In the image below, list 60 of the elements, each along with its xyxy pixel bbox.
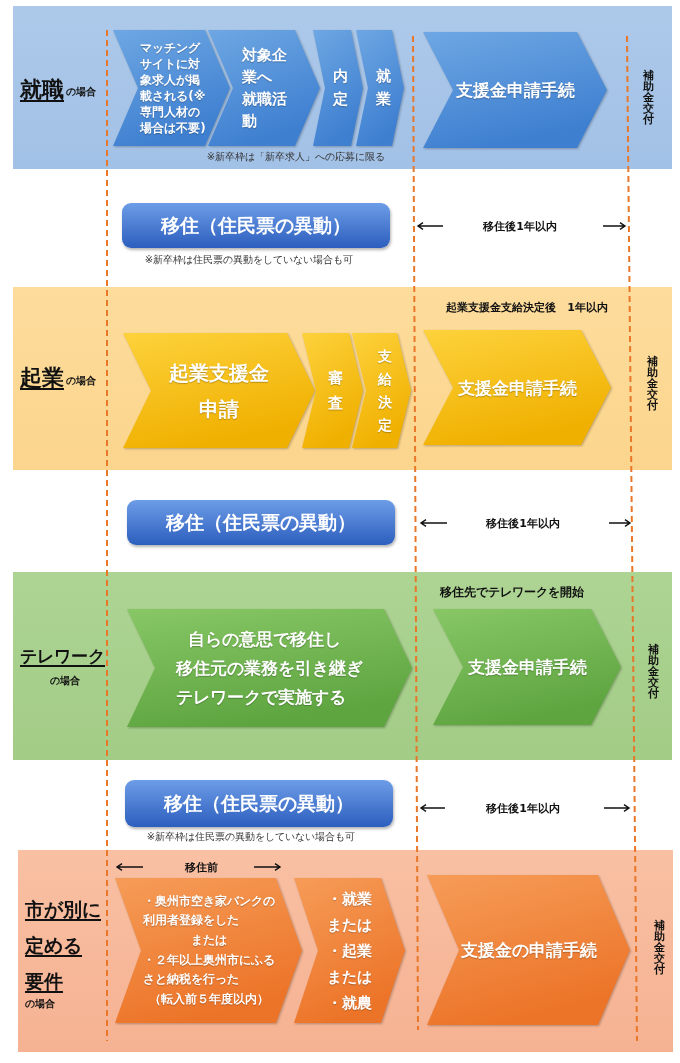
step-text: ・奥州市空き家バンクの利用者登録をした: [142, 892, 275, 930]
chevron-step: [433, 609, 621, 725]
caption-text: 起業支援金支給決定後 1年以内: [446, 299, 608, 315]
step-text: ・起業: [327, 940, 372, 962]
step-text: （転入前５年度以内）: [148, 990, 269, 1008]
step-text: 支援金申請手続: [467, 656, 587, 679]
step-text: ・就農: [327, 992, 372, 1014]
step-text: または: [190, 931, 227, 949]
chevron-step: [352, 333, 411, 448]
band-panel: [13, 6, 672, 169]
case-suffix: の場合: [66, 85, 96, 98]
step-text: 対象企業へ就職活動: [241, 46, 287, 131]
chevron-step: [313, 30, 363, 146]
step-text: 支給決定: [377, 346, 392, 435]
chevron-step: [423, 330, 611, 445]
step-text: または: [327, 914, 372, 936]
rounded-box: 移住（住民票の異動）: [122, 203, 390, 248]
chevron-step: [427, 875, 630, 1025]
step-text: 支援金申請手続: [455, 79, 575, 102]
chevron-step: [115, 878, 302, 1023]
band-panel: [13, 572, 672, 760]
vertical-label: 補助金交付: [654, 920, 665, 975]
vertical-label: 補助金交付: [647, 356, 658, 411]
step-text: 就業: [375, 67, 391, 109]
duration-label: 移住前: [184, 859, 218, 875]
chevron-step: [294, 878, 405, 1023]
step-text: ・２年以上奥州市にふるさと納税を行った: [142, 951, 275, 989]
footnote-text: ※新卒枠は住民票の異動をしていない場合も可: [146, 830, 356, 844]
case-suffix: の場合: [25, 998, 55, 1010]
step-text: 起業支援金申請: [169, 359, 269, 423]
case-heading: テレワーク: [20, 646, 105, 667]
band-panel: [13, 287, 672, 470]
vertical-label: 補助金交付: [648, 644, 659, 699]
chevron-step: [423, 32, 607, 148]
duration-label: 移住後1年以内: [483, 218, 557, 234]
step-text: マッチングサイトに対象求人が掲載される(※専門人材の場合は不要): [140, 40, 206, 136]
duration-label: 移住後1年以内: [486, 800, 560, 816]
footnote-text: ※新卒枠は「新卒求人」への応募に限る: [206, 150, 386, 164]
duration-label: 移住後1年以内: [486, 515, 560, 531]
chevron-step: [127, 609, 412, 727]
rounded-box: 移住（住民票の異動）: [127, 500, 395, 545]
step-text: または: [327, 966, 372, 988]
step-text: ・就業: [327, 888, 372, 910]
case-suffix: の場合: [50, 674, 80, 687]
band-panel: [18, 850, 673, 1052]
rounded-box: 移住（住民票の異動）: [125, 780, 393, 827]
vertical-label: 補助金交付: [643, 70, 654, 125]
step-text: 内定: [332, 67, 348, 109]
step-text: 自らの意思で移住し移住元の業務を引き継ぎテレワークで実施する: [176, 628, 363, 709]
footnote-text: ※新卒枠は住民票の異動をしていない場合も可: [144, 253, 354, 267]
step-text: 支援金の申請手続: [460, 939, 597, 962]
case-heading: 起業: [20, 364, 64, 392]
caption-text: 移住先でテレワークを開始: [440, 583, 584, 601]
step-text: 審査: [328, 367, 343, 414]
step-text: 支援金申請手続: [457, 376, 577, 400]
chevron-step: [356, 30, 404, 146]
case-suffix: の場合: [66, 374, 96, 387]
case-heading: 就職: [20, 76, 64, 104]
chevron-step: [302, 333, 363, 448]
case-heading: 市が別に定める要件: [25, 897, 101, 994]
